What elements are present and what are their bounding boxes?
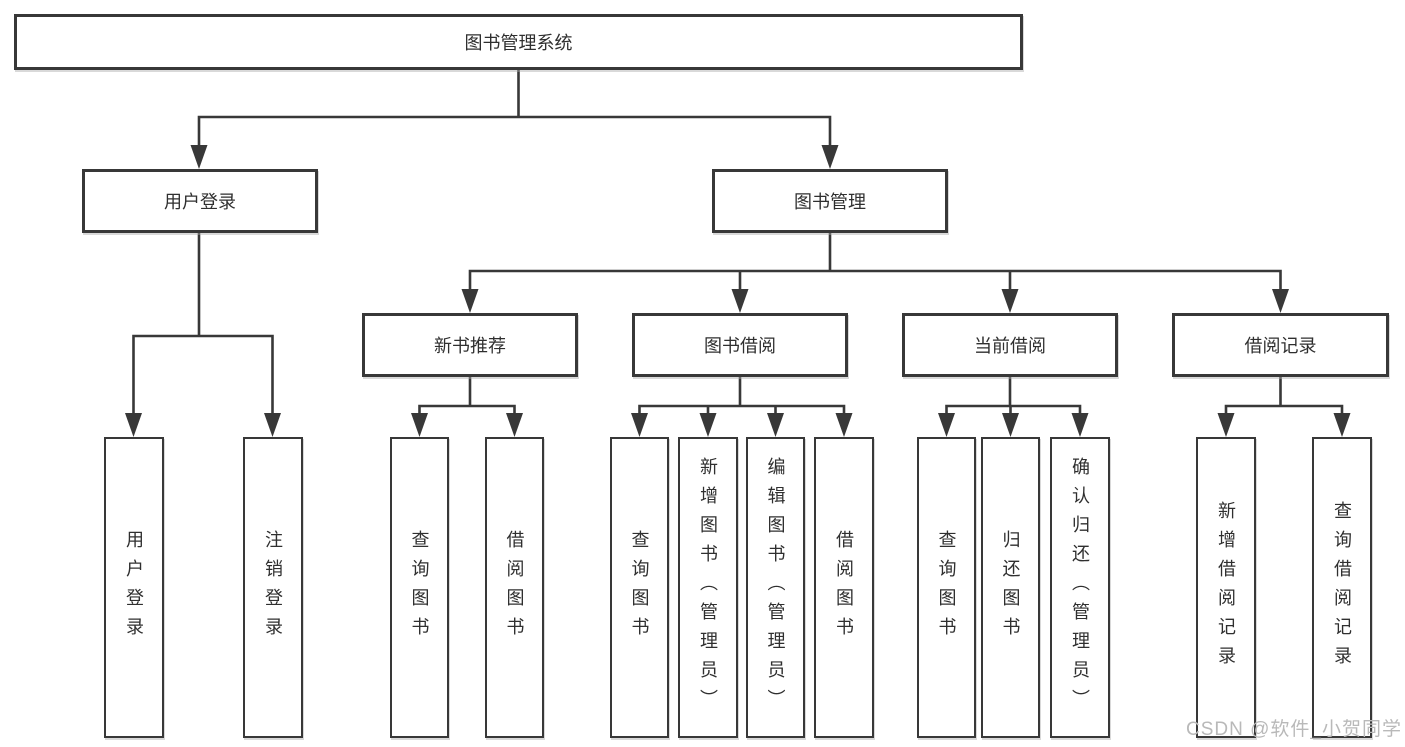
- leaf-return-books: 归还图书: [981, 437, 1040, 738]
- watermark: CSDN @软件_小贺同学: [1186, 719, 1402, 740]
- leaf-borrow-books-recommend: 借阅图书: [485, 437, 544, 738]
- leaf-query-books-borrowing: 查询图书: [610, 437, 669, 738]
- leaf-edit-books-admin: 编辑图书（管理员）: [746, 437, 805, 738]
- leaf-query-books-recommend-label: 查询图书: [409, 529, 430, 646]
- leaf-user-login-label: 用户登录: [124, 529, 144, 646]
- leaf-borrow-books-label: 借阅图书: [834, 529, 854, 646]
- leaf-confirm-return-admin-label: 确认归还（管理员）: [1070, 457, 1090, 718]
- leaf-return-books-label: 归还图书: [1000, 529, 1021, 646]
- leaf-query-borrow-record: 查询借阅记录: [1312, 437, 1372, 738]
- node-borrowing-records: 借阅记录: [1172, 313, 1389, 377]
- leaf-borrow-books-recommend-label: 借阅图书: [504, 529, 525, 646]
- node-new-book-recommend-label: 新书推荐: [434, 336, 506, 356]
- leaf-logout-label: 注销登录: [263, 529, 283, 646]
- leaf-edit-books-admin-label: 编辑图书（管理员）: [765, 457, 786, 718]
- node-book-borrowing-label: 图书借阅: [704, 336, 776, 356]
- node-current-borrowing: 当前借阅: [902, 313, 1118, 377]
- leaf-add-books-admin-label: 新增图书（管理员）: [698, 457, 718, 718]
- node-borrowing-records-label: 借阅记录: [1244, 336, 1317, 356]
- leaf-query-books-current-label: 查询图书: [936, 529, 957, 646]
- node-user-login: 用户登录: [82, 169, 318, 233]
- leaf-add-books-admin: 新增图书（管理员）: [678, 437, 738, 738]
- leaf-query-books-recommend: 查询图书: [390, 437, 449, 738]
- node-book-management-label: 图书管理: [794, 192, 866, 212]
- leaf-borrow-books: 借阅图书: [814, 437, 874, 738]
- leaf-add-borrow-record-label: 新增借阅记录: [1216, 500, 1236, 675]
- node-current-borrowing-label: 当前借阅: [974, 336, 1046, 356]
- node-root-label: 图书管理系统: [464, 33, 573, 53]
- leaf-query-books-borrowing-label: 查询图书: [629, 529, 650, 646]
- leaf-add-borrow-record: 新增借阅记录: [1196, 437, 1256, 738]
- leaf-user-login: 用户登录: [104, 437, 164, 738]
- node-root: 图书管理系统: [14, 14, 1023, 70]
- node-new-book-recommend: 新书推荐: [362, 313, 578, 377]
- leaf-confirm-return-admin: 确认归还（管理员）: [1050, 437, 1110, 738]
- leaf-query-borrow-record-label: 查询借阅记录: [1332, 500, 1352, 675]
- leaf-query-books-current: 查询图书: [917, 437, 976, 738]
- leaf-logout: 注销登录: [243, 437, 303, 738]
- node-book-management: 图书管理: [712, 169, 948, 233]
- node-book-borrowing: 图书借阅: [632, 313, 848, 377]
- node-user-login-label: 用户登录: [164, 192, 236, 212]
